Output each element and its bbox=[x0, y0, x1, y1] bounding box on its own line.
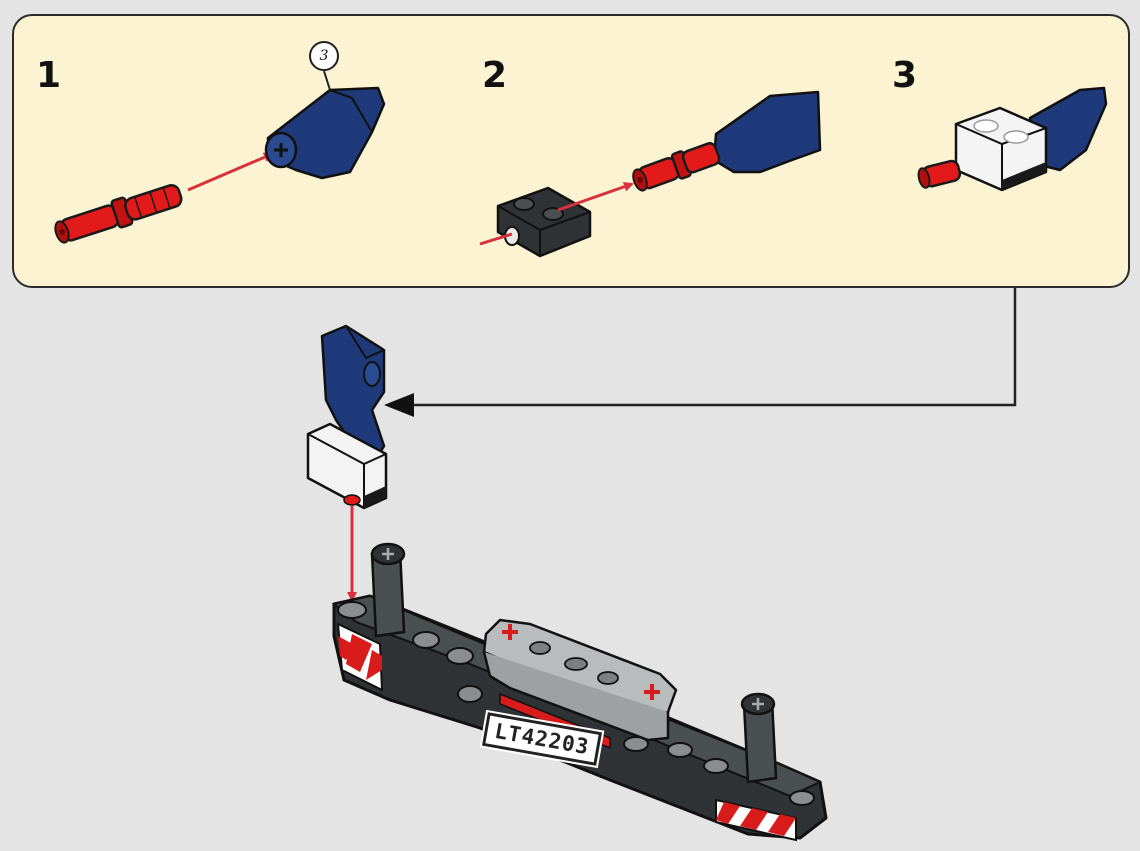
right-axle-post-icon bbox=[740, 692, 778, 784]
step-1-red-pin-icon bbox=[54, 184, 183, 244]
quantity-callout: 3 bbox=[309, 41, 339, 71]
step-number-3: 3 bbox=[892, 55, 918, 96]
grey-liftarm-icon bbox=[482, 618, 678, 742]
step-number-2: 2 bbox=[482, 55, 508, 96]
main-clear-plate-icon bbox=[306, 422, 388, 510]
step-3-subassembly-icon bbox=[917, 86, 1108, 192]
blue-bracket-icon bbox=[320, 324, 386, 458]
step-2-black-plate-icon bbox=[496, 186, 592, 258]
step-number-1: 1 bbox=[36, 55, 62, 96]
callout-arrow-icon bbox=[384, 288, 1017, 417]
step-2-assembly-arrow-icon bbox=[557, 181, 634, 212]
step-1-blue-bracket-icon bbox=[264, 70, 386, 180]
step-2-pin-with-bracket-icon bbox=[632, 90, 822, 192]
left-axle-post-icon bbox=[370, 542, 406, 638]
step-1-assembly-arrow-icon bbox=[187, 152, 274, 192]
left-warning-stripe-icon bbox=[336, 622, 384, 692]
right-warning-stripe-icon bbox=[715, 798, 797, 842]
bumper-beam-icon bbox=[331, 542, 828, 842]
clear-plate-icon bbox=[954, 106, 1048, 192]
